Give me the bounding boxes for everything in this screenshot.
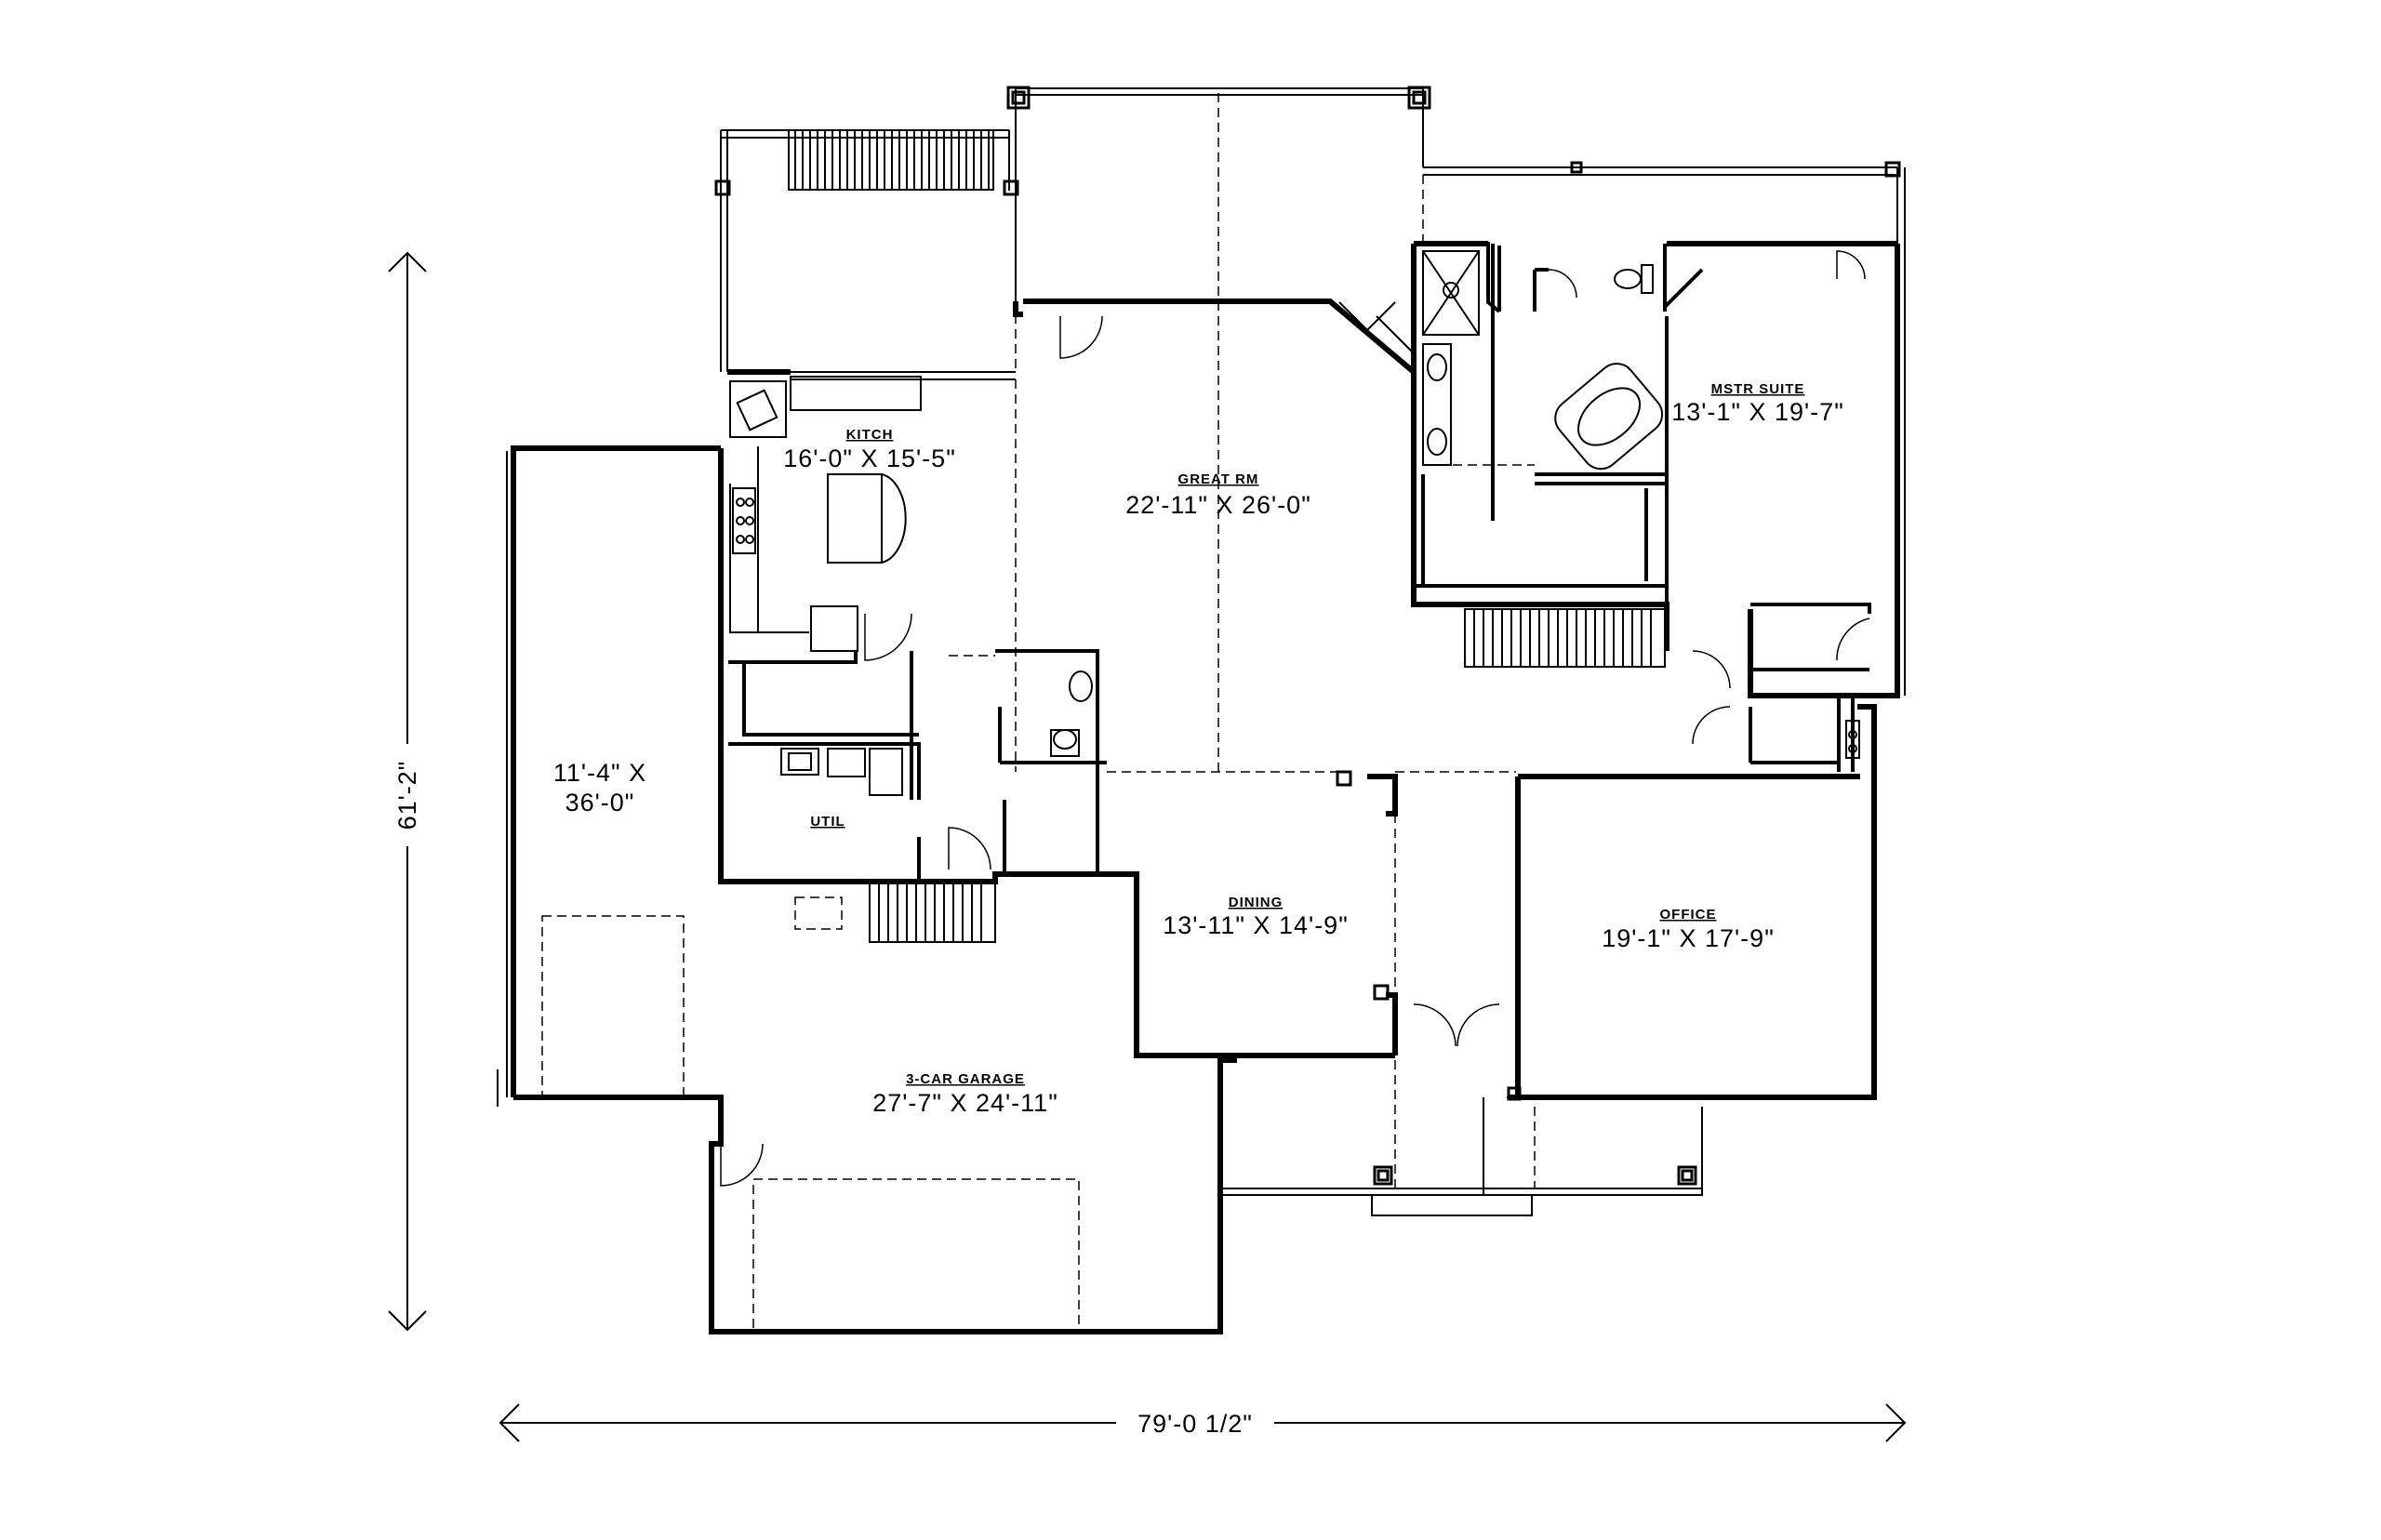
sink-icon [1069,670,1093,702]
toilet-icon [1053,729,1077,750]
kitchen-dims: 16'-0" X 15'-5" [783,445,956,472]
office-dims: 19'-1" X 17'-9" [1602,924,1775,952]
posts [714,86,1901,1186]
overall-width-label: 79'-0 1/2" [1137,1410,1253,1438]
bathtub-icon [1554,363,1664,471]
sink-icon [1427,353,1447,381]
overall-depth-label: 61'-2" [393,761,421,830]
overall-dimension-labels: 61'-2" 79'-0 1/2" [393,761,1253,1438]
office-name: OFFICE [1660,907,1717,923]
doors [720,250,1870,1187]
arrow-up-icon [388,251,427,272]
arrow-right-icon [1885,1403,1907,1442]
cooktop-icon [732,487,756,554]
arrow-left-icon [499,1403,520,1442]
dining-name: DINING [1229,895,1284,910]
kitchen-name: KITCH [846,427,894,443]
dining-dims: 13'-11" X 14'-9" [1163,911,1349,939]
master-suite-name: MSTR SUITE [1711,381,1805,397]
great-room-dims: 22'-11" X 26'-0" [1125,491,1311,519]
side-garage-dims-line2: 36'-0" [565,789,635,816]
fixtures [729,250,1860,796]
util-name: UTIL [810,814,845,830]
kitchen-island [827,473,883,564]
sink-icon [1427,428,1447,456]
room-labels: KITCH 16'-0" X 15'-5" GREAT RM 22'-11" X… [553,381,1844,1117]
side-garage-dims-line1: 11'-4" X [553,759,646,787]
garage-dims: 27'-7" X 24'-11" [872,1089,1058,1117]
dashed-lines [541,93,1536,1331]
garage-name: 3-CAR GARAGE [906,1071,1025,1087]
master-suite-dims: 13'-1" X 19'-7" [1671,398,1844,426]
great-room-name: GREAT RM [1178,471,1259,487]
shower-icon [1422,250,1480,336]
sink-icon [736,389,778,431]
porches [497,87,1906,1216]
interior-walls [728,242,1871,882]
stairs [869,608,1666,943]
toilet-icon [1614,269,1642,289]
arrow-down-icon [388,1310,427,1332]
dimension-lines [388,251,1907,1442]
